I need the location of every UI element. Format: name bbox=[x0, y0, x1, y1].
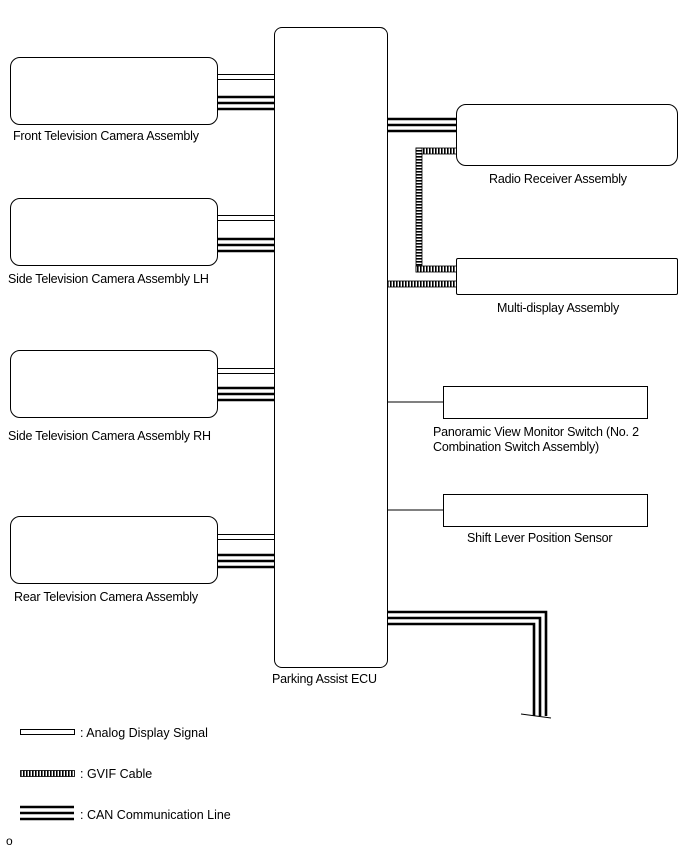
panoramic-switch-box bbox=[443, 386, 648, 419]
legend-analog-label: : Analog Display Signal bbox=[80, 726, 208, 740]
panoramic-switch-label-line2: Combination Switch Assembly) bbox=[433, 440, 599, 454]
shift-sensor-label: Shift Lever Position Sensor bbox=[467, 531, 613, 545]
footer-mark: o bbox=[6, 834, 13, 848]
rear-camera-box bbox=[10, 516, 218, 584]
radio-receiver-box bbox=[456, 104, 678, 166]
shift-sensor-box bbox=[443, 494, 648, 527]
parking-assist-ecu-label: Parking Assist ECU bbox=[272, 672, 377, 686]
can-bus-output bbox=[388, 610, 548, 716]
rear-camera-label: Rear Television Camera Assembly bbox=[14, 590, 198, 604]
legend-can-symbol bbox=[20, 805, 74, 821]
front-camera-box bbox=[10, 57, 218, 125]
front-camera-label: Front Television Camera Assembly bbox=[13, 129, 199, 143]
rear-camera-analog-wire bbox=[217, 534, 274, 540]
side-rh-analog-wire bbox=[217, 368, 274, 374]
multi-display-label: Multi-display Assembly bbox=[497, 301, 620, 315]
gvif-cable-ecu-display bbox=[387, 280, 458, 288]
multi-display-box bbox=[456, 258, 678, 295]
front-camera-can-wire bbox=[217, 95, 274, 111]
panoramic-switch-label-line1: Panoramic View Monitor Switch (No. 2 bbox=[433, 425, 639, 439]
rear-camera-can-wire bbox=[217, 553, 274, 569]
side-camera-lh-box bbox=[10, 198, 218, 266]
gvif-cable-radio-display bbox=[415, 147, 458, 273]
radio-receiver-can-wire bbox=[388, 117, 457, 133]
radio-receiver-label: Radio Receiver Assembly bbox=[489, 172, 627, 186]
front-camera-analog-wire bbox=[217, 74, 274, 80]
side-camera-lh-label: Side Television Camera Assembly LH bbox=[8, 272, 209, 286]
legend-can-label: : CAN Communication Line bbox=[80, 808, 231, 822]
side-rh-can-wire bbox=[217, 386, 274, 402]
side-camera-rh-box bbox=[10, 350, 218, 418]
can-bus-break-mark bbox=[520, 713, 552, 719]
side-lh-analog-wire bbox=[217, 215, 274, 221]
side-camera-rh-label: Side Television Camera Assembly RH bbox=[8, 429, 211, 443]
side-lh-can-wire bbox=[217, 237, 274, 253]
parking-assist-ecu-box bbox=[274, 27, 388, 668]
legend-analog-symbol bbox=[20, 729, 75, 735]
legend-gvif-label: : GVIF Cable bbox=[80, 767, 153, 781]
legend-gvif-symbol bbox=[20, 770, 75, 777]
